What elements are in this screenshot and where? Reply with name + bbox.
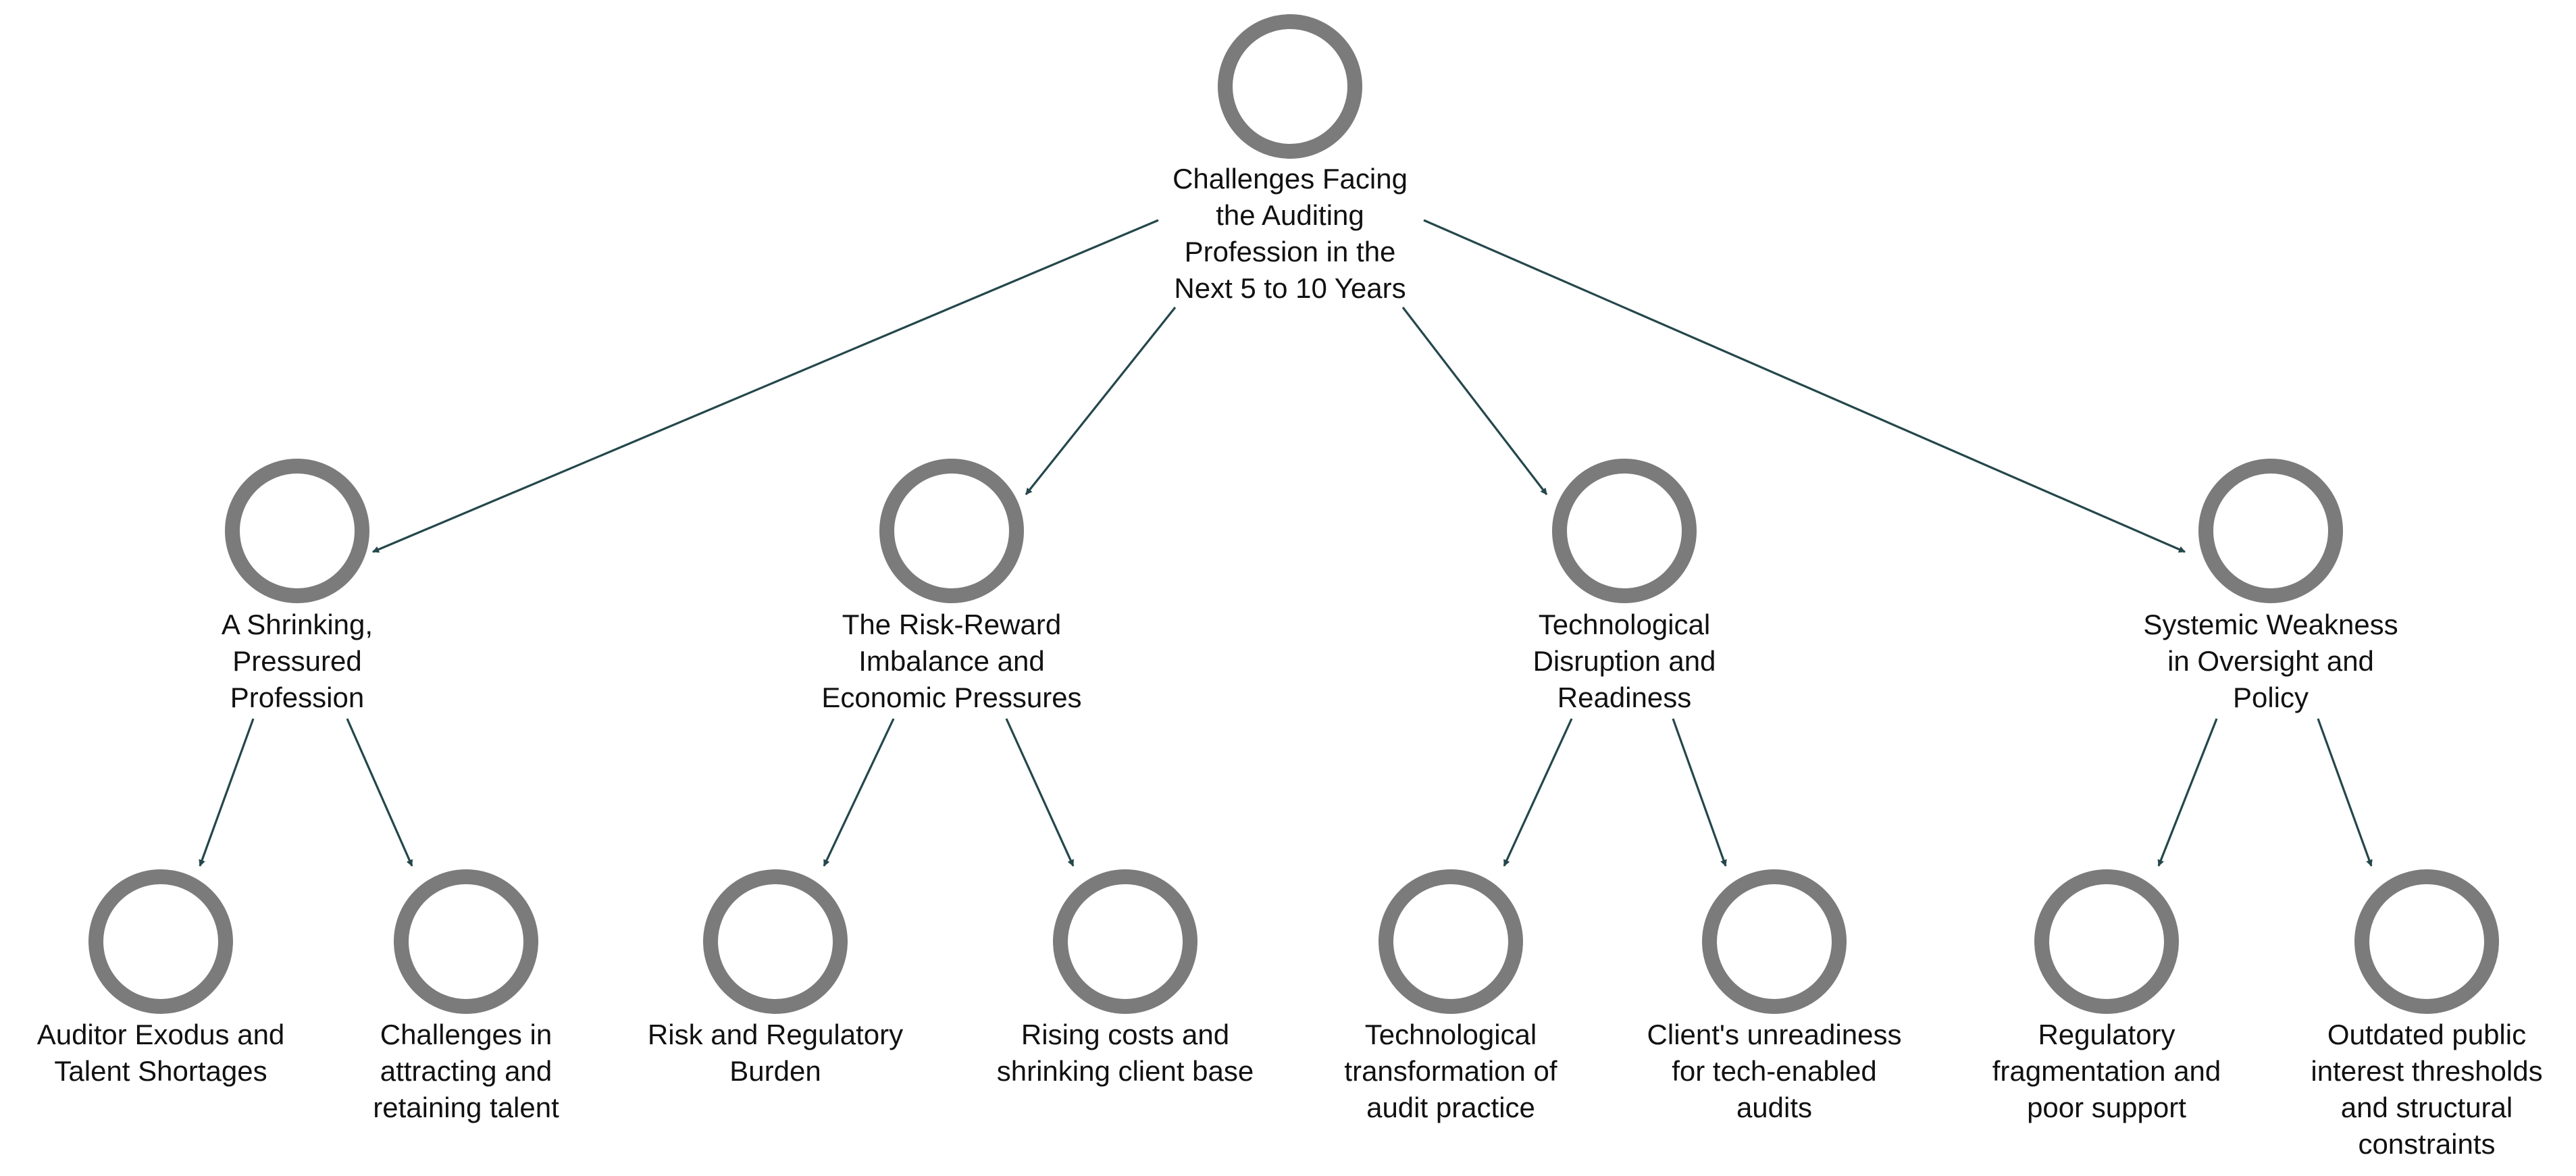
node-label-c: Technological Disruption and Readiness xyxy=(1532,609,1716,713)
node-label-b1: Risk and Regulatory Burden xyxy=(647,1019,904,1087)
node-circle-c[interactable] xyxy=(1552,459,1697,603)
node-circle-b[interactable] xyxy=(879,459,1024,603)
node-circle-c2[interactable] xyxy=(1702,869,1847,1014)
node-circle-root[interactable] xyxy=(1218,14,1362,159)
edge-b-to-b2 xyxy=(1005,718,1075,867)
node-circle-b2[interactable] xyxy=(1053,869,1197,1014)
edge-c-to-c2 xyxy=(1672,718,1727,867)
edge-a-to-a2 xyxy=(346,718,413,867)
node-label-a2: Challenges in attracting and retaining t… xyxy=(373,1019,559,1123)
edge-root-to-b xyxy=(1025,307,1177,495)
node-circle-b1[interactable] xyxy=(703,869,848,1014)
node-label-b: The Risk-Reward Imbalance and Economic P… xyxy=(821,609,1082,713)
node-label-a1: Auditor Exodus and Talent Shortages xyxy=(36,1019,285,1087)
node-circle-d2[interactable] xyxy=(2354,869,2499,1014)
node-label-c1: Technological transformation of audit pr… xyxy=(1344,1019,1557,1123)
node-label-d1: Regulatory fragmentation and poor suppor… xyxy=(1992,1019,2221,1123)
node-circle-a2[interactable] xyxy=(394,869,538,1014)
node-circle-a[interactable] xyxy=(225,459,369,603)
edge-root-to-c xyxy=(1401,307,1548,495)
edge-b-to-b1 xyxy=(823,718,895,867)
edge-a-to-a1 xyxy=(199,718,255,867)
edge-d-to-d1 xyxy=(2157,718,2218,867)
node-label-b2: Rising costs and shrinking client base xyxy=(996,1019,1254,1087)
node-circle-c1[interactable] xyxy=(1379,869,1523,1014)
node-circle-a1[interactable] xyxy=(88,869,233,1014)
node-circle-d[interactable] xyxy=(2198,459,2343,603)
node-label-d: Systemic Weakness in Oversight and Polic… xyxy=(2143,609,2398,713)
edge-root-to-d xyxy=(1423,219,2186,553)
edge-d-to-d2 xyxy=(2317,718,2373,867)
node-label-a: A Shrinking, Pressured Profession xyxy=(221,609,373,713)
node-circle-d1[interactable] xyxy=(2034,869,2179,1014)
edge-c-to-c1 xyxy=(1503,718,1573,867)
edge-root-to-a xyxy=(372,219,1159,553)
node-label-root: Challenges Facing the Auditing Professio… xyxy=(1173,163,1408,304)
node-label-d2: Outdated public interest thresholds and … xyxy=(2311,1019,2543,1160)
node-label-c2: Client's unreadiness for tech-enabled au… xyxy=(1647,1019,1902,1123)
